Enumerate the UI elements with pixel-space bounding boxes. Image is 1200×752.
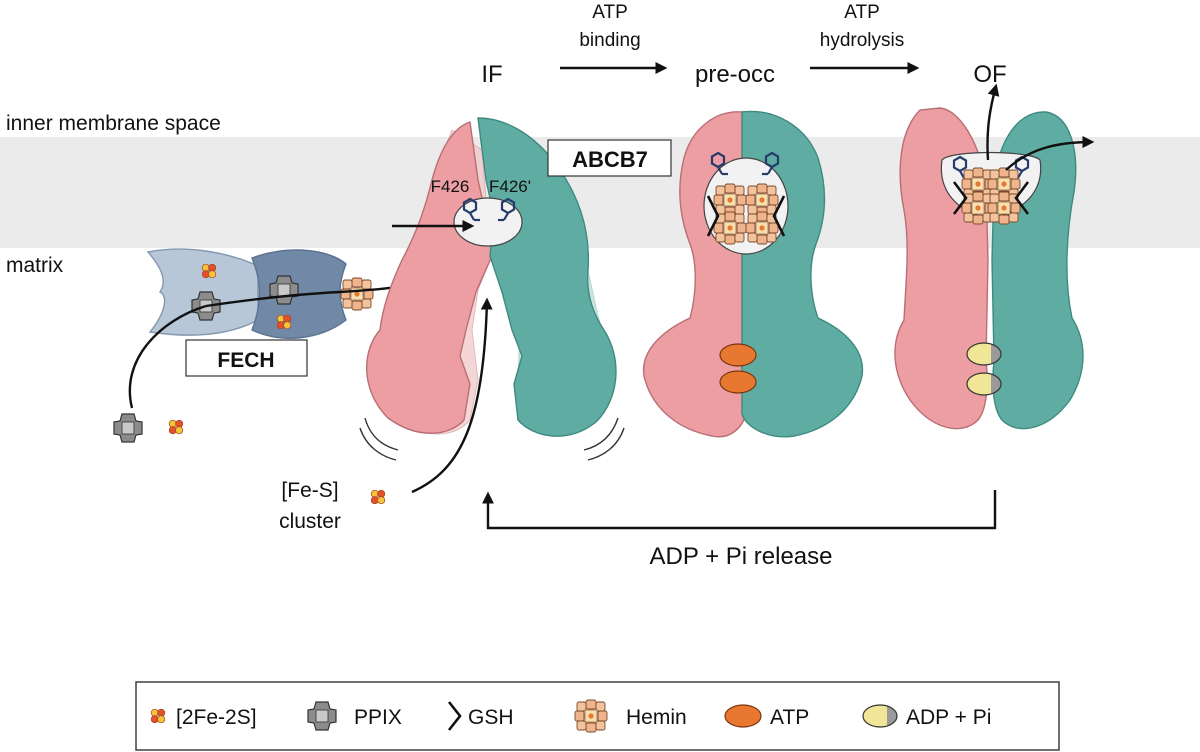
free-fes [168, 419, 184, 435]
step-atp-binding-line1: ATP [592, 2, 628, 23]
legend-hemin-icon [574, 699, 608, 733]
hemin-released [340, 277, 374, 311]
legend-hemin-label: Hemin [626, 706, 687, 729]
legend-gsh-icon [447, 701, 462, 731]
legend-box [135, 681, 1060, 751]
fes-uptake-arrow [411, 297, 493, 494]
residue-f426-prime: F426' [489, 177, 531, 196]
step-atp-binding-line2: binding [579, 30, 640, 51]
step-atp-binding: ATP binding [560, 2, 668, 74]
fes-cluster-label-line1: [Fe-S] [281, 479, 338, 502]
state-label-of: OF [973, 61, 1006, 88]
step-atp-hydrolysis: ATP hydrolysis [810, 2, 920, 74]
residue-f426: F426 [431, 177, 470, 196]
fech-label-box [185, 339, 308, 377]
adp-pi-release-loop: ADP + Pi release [482, 490, 997, 570]
release-label: ADP + Pi release [650, 543, 833, 570]
fes-cluster-icon [370, 489, 386, 505]
legend: [2Fe-2S] PPIX GSH Hemin ATP ADP + Pi [135, 681, 1060, 751]
abcb7-label: ABCB7 [572, 147, 648, 172]
legend-atp-icon [724, 704, 762, 728]
region-inner-membrane-space: inner membrane space [6, 112, 221, 135]
fech-label: FECH [217, 349, 274, 372]
legend-atp-label: ATP [770, 706, 809, 729]
region-matrix: matrix [6, 254, 64, 277]
legend-fe2s2-label: [2Fe-2S] [176, 706, 257, 729]
step-atp-hydrolysis-line1: ATP [844, 2, 880, 23]
legend-adp-pi-label: ADP + Pi [906, 706, 991, 729]
step-atp-hydrolysis-line2: hydrolysis [820, 30, 904, 51]
abcb7-of-state [894, 83, 1095, 430]
legend-gsh-label: GSH [468, 706, 514, 729]
state-label-pre-occ: pre-occ [695, 61, 775, 88]
free-ppix [113, 413, 143, 443]
fes-cluster-label-line2: cluster [279, 510, 341, 533]
abcb7-label-box [547, 139, 672, 177]
abcb7-if-state [359, 117, 625, 461]
legend-ppix-label: PPIX [354, 706, 402, 729]
abcb7-pre-occ-state [642, 110, 864, 438]
ppix-uptake-arrow [128, 304, 207, 409]
legend-adp-pi-icon [863, 705, 897, 727]
state-label-if: IF [481, 61, 502, 88]
